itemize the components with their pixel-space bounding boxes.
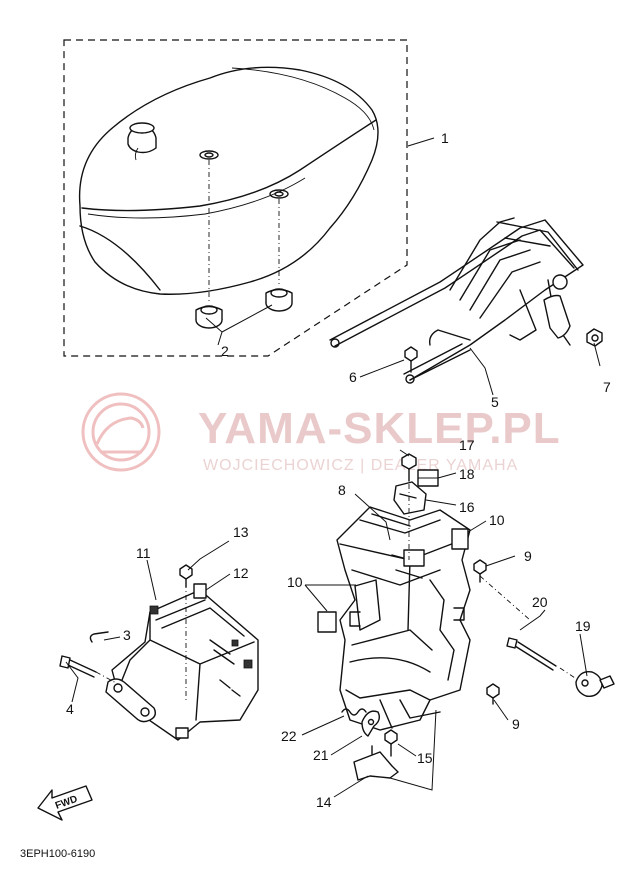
bolt <box>473 559 487 583</box>
callout-18: 18 <box>459 466 475 482</box>
diagram-code: 3EPH100-6190 <box>20 848 95 860</box>
watermark: YAMA-SKLEP.PL WOJCIECHOWICZ | DEALER YAM… <box>81 392 561 474</box>
hook <box>361 710 381 737</box>
centerline <box>479 575 531 621</box>
bolt <box>384 729 398 757</box>
callout-17: 17 <box>459 437 475 453</box>
callout-19: 19 <box>575 618 591 634</box>
callout-10-left: 10 <box>287 574 303 590</box>
callout-6: 6 <box>349 369 357 385</box>
callout-22: 22 <box>281 728 297 744</box>
seat <box>78 66 379 295</box>
spring <box>341 708 367 716</box>
leader-lines <box>65 137 601 798</box>
battery-holder <box>105 589 259 741</box>
centerline <box>559 667 579 681</box>
watermark-logo-icon <box>81 392 161 472</box>
seat-assembly-outline <box>63 39 408 357</box>
callout-13: 13 <box>233 524 249 540</box>
callout-16: 16 <box>459 499 475 515</box>
bolt <box>401 453 417 482</box>
cotter-pin <box>89 631 109 643</box>
callout-5: 5 <box>491 394 499 410</box>
damper-pad <box>317 611 337 633</box>
rubber-pad <box>193 583 207 599</box>
callout-12: 12 <box>233 565 249 581</box>
rear-carrier <box>329 217 584 384</box>
callout-10-right: 10 <box>489 512 505 528</box>
callout-8: 8 <box>338 482 346 498</box>
fwd-arrow-icon: FWD <box>37 785 93 821</box>
bracket <box>393 481 427 515</box>
nut <box>586 328 603 347</box>
bolt <box>486 683 500 705</box>
callout-9-lower: 9 <box>512 716 520 732</box>
callout-11: 11 <box>136 545 151 561</box>
watermark-title: YAMA-SKLEP.PL <box>198 404 561 453</box>
lock-icon <box>575 671 615 697</box>
battery-box <box>336 506 471 731</box>
callout-14: 14 <box>316 794 332 810</box>
callout-20: 20 <box>532 594 548 610</box>
callout-4: 4 <box>66 701 74 717</box>
pin <box>59 655 97 678</box>
callout-7: 7 <box>603 379 611 395</box>
bolt <box>404 346 418 373</box>
shaft <box>506 637 557 671</box>
callouts: 1 2 3 4 5 6 7 8 9 9 10 10 11 12 13 14 15… <box>66 130 611 810</box>
watermark-subtitle: WOJCIECHOWICZ | DEALER YAMAHA <box>203 457 518 474</box>
damper-rubber <box>195 305 223 329</box>
callout-15: 15 <box>417 750 433 766</box>
callout-1: 1 <box>441 130 449 146</box>
damper-pad <box>451 528 469 550</box>
centerline <box>95 671 119 685</box>
callout-3: 3 <box>123 627 131 643</box>
damper-rubber <box>265 288 293 312</box>
callout-21: 21 <box>313 747 329 763</box>
callout-2: 2 <box>221 343 229 359</box>
rubber-pad <box>417 469 439 487</box>
bracket <box>353 745 399 781</box>
callout-9-upper: 9 <box>524 548 532 564</box>
